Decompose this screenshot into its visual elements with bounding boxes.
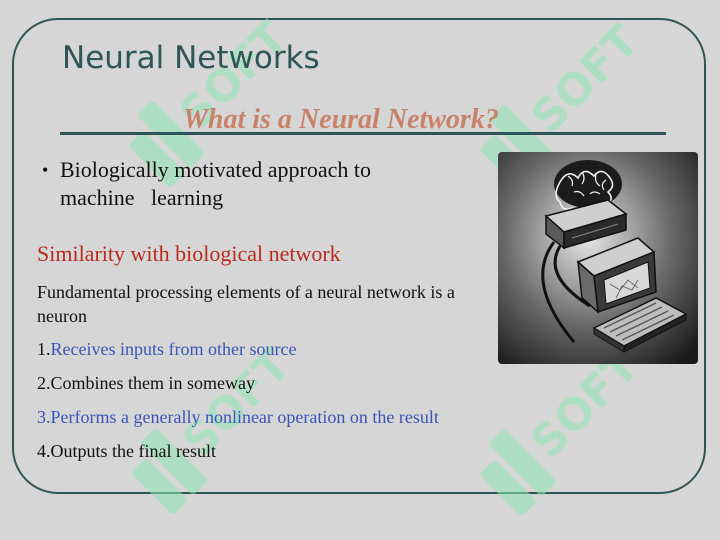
slide-subtitle: What is a Neural Network? [183, 104, 499, 135]
step-4-number: 4. [37, 441, 51, 461]
title-divider [60, 132, 666, 135]
keyboard-icon [592, 297, 688, 353]
brain-computer-illustration [498, 152, 698, 364]
step-3: 3.Performs a generally nonlinear operati… [37, 405, 439, 429]
section-heading: Similarity with biological network [37, 241, 341, 266]
bullet-text-line1: Biologically motivated approach to [60, 157, 371, 182]
bullet-dot-icon: • [42, 160, 49, 180]
step-1-text: Receives inputs from other source [50, 339, 297, 359]
neuron-paragraph: Fundamental processing elements of a neu… [37, 282, 455, 326]
step-1-number: 1. [37, 339, 51, 359]
step-2: 2.Combines them in someway [37, 371, 255, 395]
slide-title: Neural Networks [62, 40, 320, 76]
step-4: 4.Outputs the final result [37, 439, 216, 463]
computer-base-icon [544, 199, 628, 250]
bullet-list: • Biologically motivated approach to mac… [42, 156, 462, 212]
step-2-text: Combines them in someway [50, 373, 255, 393]
step-3-text: 3.Performs a generally nonlinear operati… [37, 407, 439, 427]
step-4-text: Outputs the final result [50, 441, 216, 461]
step-2-number: 2. [37, 373, 51, 393]
step-1: 1.Receives inputs from other source [37, 337, 296, 361]
bullet-item: • Biologically motivated approach to mac… [42, 156, 462, 212]
slide-frame [12, 18, 706, 494]
bullet-text-line2: machine learning [60, 185, 224, 210]
monitor-icon [576, 237, 657, 314]
